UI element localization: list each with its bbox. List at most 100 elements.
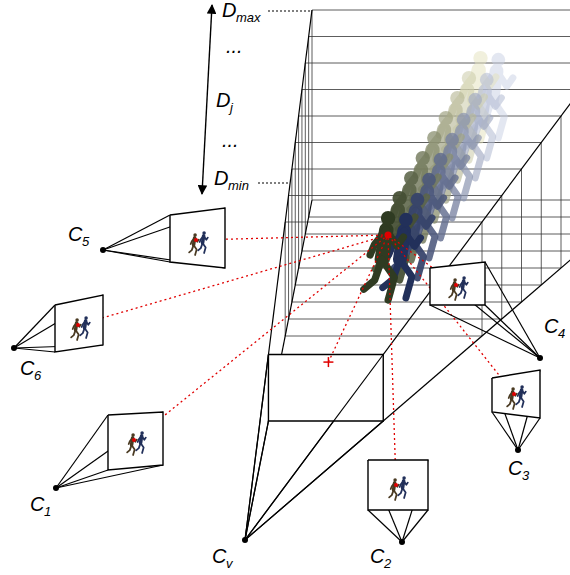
runner-figure: [136, 431, 146, 453]
camera-center: [11, 345, 17, 351]
camera-edge: [103, 250, 170, 262]
runner-head: [473, 51, 487, 65]
runner-limb: [403, 488, 406, 498]
virtual-camera-center: [242, 537, 248, 543]
range-leader: [268, 10, 312, 11]
camera-subscript: v: [226, 557, 233, 570]
runner-head: [381, 211, 395, 225]
projected-point: [76, 323, 80, 327]
camera-edge: [56, 470, 108, 488]
camera-edge: [56, 415, 108, 488]
frustum-edge: [245, 421, 383, 540]
camera-edge: [14, 305, 55, 348]
runner-limb: [191, 238, 195, 244]
cross-bar: [328, 357, 330, 367]
depth-plane: [295, 143, 541, 286]
runner-figure: [80, 316, 90, 338]
depth-subscript: min: [228, 179, 249, 192]
depth-subscript: max: [236, 11, 261, 24]
runner-limb: [133, 438, 137, 442]
depth-plane: [309, 37, 570, 218]
runner-limb: [394, 490, 397, 500]
projection-ray: [388, 235, 396, 485]
camera-subscript: 4: [558, 327, 565, 340]
runner-limb: [194, 245, 197, 255]
runner-limb: [200, 236, 204, 242]
camera-center: [515, 447, 521, 453]
runner-limb: [521, 397, 524, 407]
runner-head: [131, 433, 135, 437]
runner-limb: [77, 323, 81, 327]
camera-center: [399, 539, 405, 545]
projected-point: [194, 238, 198, 242]
projected-point: [454, 283, 458, 287]
runner-limb: [512, 399, 515, 409]
runner-limb: [400, 259, 412, 298]
projection-ray: [134, 235, 388, 440]
runner-limb: [389, 490, 393, 497]
runner-head: [404, 171, 418, 185]
runner-figure: [71, 318, 81, 340]
camera-symbol: C: [68, 224, 82, 244]
projected-point: [512, 392, 516, 396]
camera-frustum: [11, 295, 103, 352]
depth-symbol: D: [222, 0, 236, 20]
depth-plane: [292, 169, 522, 302]
runner-head: [462, 276, 466, 280]
camera-edge: [368, 510, 402, 542]
runner-limb: [129, 438, 133, 444]
runner-limb: [198, 243, 202, 250]
runner-limb: [364, 260, 382, 290]
runner-limb: [507, 399, 511, 406]
camera-frustum: [53, 412, 163, 491]
projection-ray: [78, 235, 388, 325]
runner-head: [140, 431, 144, 435]
runner-limb: [451, 283, 455, 289]
projection-ray: [328, 235, 388, 362]
runner-head: [416, 151, 430, 165]
camera-symbol: C: [544, 316, 558, 336]
runner-limb: [455, 283, 459, 287]
runner-head: [422, 173, 436, 187]
depth-symbol: D: [216, 90, 230, 110]
camera-symbol: C: [508, 458, 522, 478]
runner-head: [439, 111, 453, 125]
runner-head: [75, 318, 79, 322]
runner-head: [520, 385, 524, 389]
runner-limb: [138, 436, 142, 442]
projected-point: [132, 438, 136, 442]
runner-head: [427, 131, 441, 145]
runner-limb: [518, 390, 522, 396]
runner-figure: [507, 387, 517, 409]
runner-head: [392, 191, 406, 205]
range-leader: [258, 182, 290, 183]
frustum-edge: [245, 200, 570, 540]
runner-sequence: [364, 51, 513, 300]
runner-figure: [516, 385, 526, 407]
camera-image-plane: [55, 295, 103, 352]
camera-image-plane: [368, 460, 428, 510]
depth-plane: [312, 10, 570, 200]
runner-limb: [460, 281, 464, 287]
runner-figure: [198, 231, 208, 253]
runner-limb: [76, 330, 79, 340]
camera-edge: [56, 412, 163, 488]
range-arrow: [202, 5, 212, 194]
runner-figure: [389, 478, 399, 500]
sweep-volume: [245, 10, 570, 540]
camera-edge: [14, 348, 55, 352]
camera-subscript: 2: [384, 557, 391, 570]
runner-figure: [189, 233, 199, 255]
runner-head: [193, 233, 197, 237]
runner-figure: [127, 433, 137, 455]
runner-limb: [203, 243, 206, 253]
camera-edge: [492, 412, 518, 450]
depth-plane: [302, 90, 570, 252]
runner-head: [468, 93, 482, 107]
runner-head: [402, 476, 406, 480]
runner-limb: [509, 392, 513, 398]
runner-head: [445, 133, 459, 147]
camera-image-plane: [430, 262, 485, 305]
runner-limb: [132, 445, 135, 455]
